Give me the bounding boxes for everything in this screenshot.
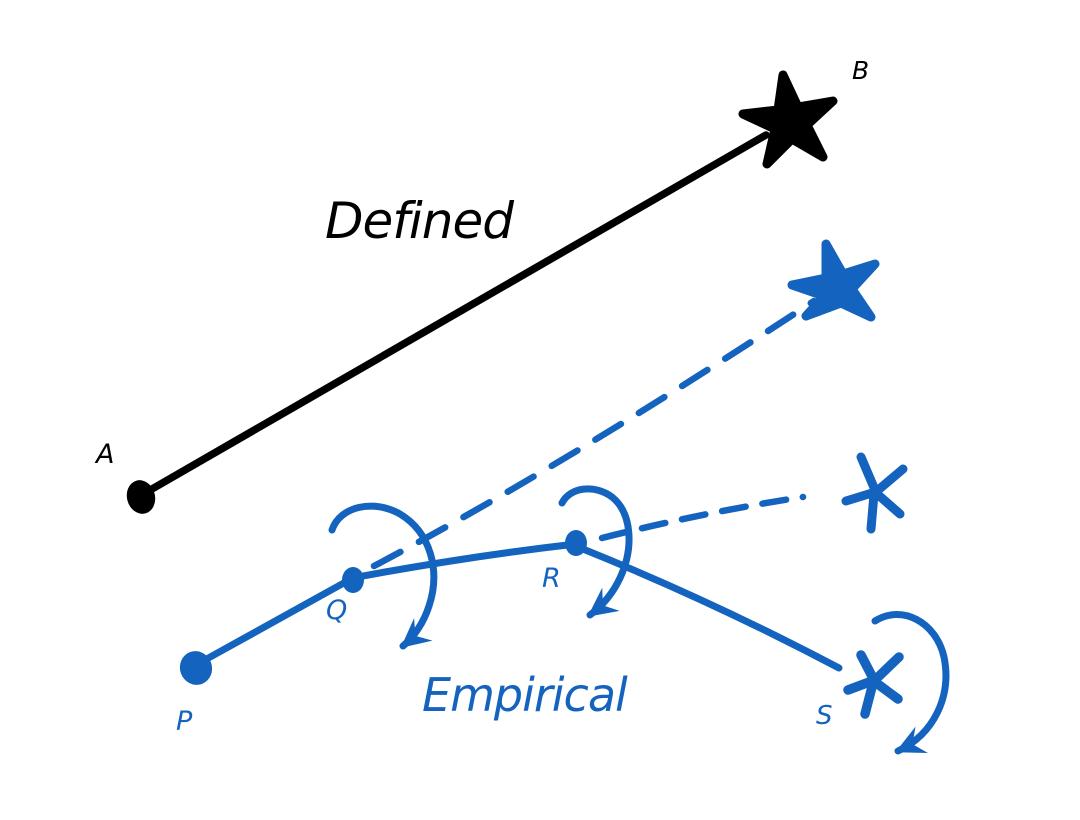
rotation-arrow-s-icon [871, 611, 950, 755]
point-r-dot [565, 530, 587, 556]
empirical-segment-q-r [348, 540, 580, 582]
rotation-arrow-r-icon [558, 485, 633, 619]
empirical-segment-p-q [199, 575, 355, 665]
empirical-star-s-icon [843, 650, 904, 719]
caption-defined: Defined [325, 192, 514, 250]
label-point-r: R [542, 563, 561, 594]
defined-segment-a-b [148, 131, 770, 493]
label-point-q: Q [326, 595, 348, 626]
caption-empirical: Empirical [422, 668, 628, 722]
point-p-dot [179, 651, 213, 685]
label-point-a: A [96, 439, 115, 470]
empirical-star-upper-icon [787, 239, 880, 322]
point-a-dot [126, 480, 156, 514]
empirical-segment-r-s [574, 543, 843, 672]
defined-star-b-icon [738, 70, 838, 169]
label-point-b: B [852, 56, 870, 85]
label-point-p: P [176, 706, 193, 737]
empirical-path-group [179, 239, 950, 755]
rotation-arrow-q-icon [328, 502, 438, 650]
label-point-s: S [816, 701, 833, 731]
point-q-dot [342, 567, 364, 593]
defined-vector-group [126, 70, 838, 514]
dashed-ray-from-q [370, 297, 818, 570]
empirical-star-right-icon [841, 452, 908, 534]
